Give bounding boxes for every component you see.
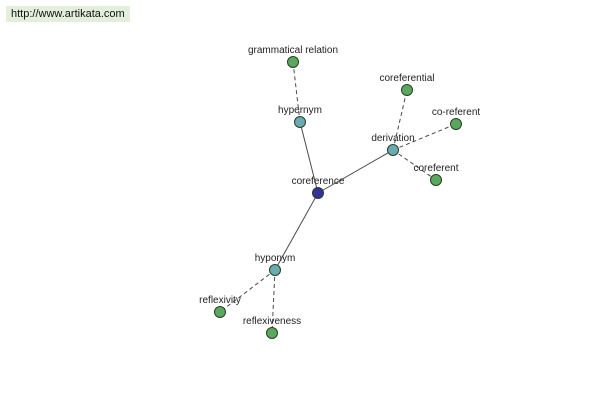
graph-edges-layer <box>219 61 457 334</box>
graph-node-label-reflexivity: reflexivity <box>199 295 241 306</box>
graph-node-reflexiveness[interactable] <box>266 327 278 339</box>
graph-node-reflexivity[interactable] <box>214 306 226 318</box>
graph-nodes-layer <box>214 56 462 339</box>
graph-node-coreferential[interactable] <box>401 84 413 96</box>
graph-node-label-coreference: coreference <box>292 176 345 187</box>
graph-node-coreferent[interactable] <box>430 174 442 186</box>
graph-edge-derivation--coreferential <box>392 89 408 151</box>
page-url-label: http://www.artikata.com <box>6 6 130 22</box>
graph-node-label-coreferential: coreferential <box>379 73 434 84</box>
graph-edge-coreference--hyponym <box>274 192 319 271</box>
graph-node-hypernym[interactable] <box>294 116 306 128</box>
graph-labels-layer: coreference hypernym derivation hyponym gram… <box>199 45 480 327</box>
graph-edge-derivation--co-referent <box>392 123 457 151</box>
graph-node-derivation[interactable] <box>387 144 399 156</box>
graph-node-label-reflexiveness: reflexiveness <box>243 316 301 327</box>
graph-edge-derivation--coreferent <box>392 149 437 181</box>
graph-edge-hypernym--grammatical-relation <box>292 61 301 123</box>
graph-node-label-coreferent: coreferent <box>413 163 458 174</box>
graph-node-label-hypernym: hypernym <box>278 105 322 116</box>
graph-node-coreference[interactable] <box>312 187 324 199</box>
graph-edge-hyponym--reflexivity <box>219 269 276 313</box>
graph-node-label-co-referent: co-referent <box>432 107 481 118</box>
graph-node-co-referent[interactable] <box>450 118 462 130</box>
graph-edge-hyponym--reflexiveness <box>271 269 276 334</box>
graph-node-label-hyponym: hyponym <box>255 253 296 264</box>
graph-node-label-grammatical-relation: grammatical relation <box>248 45 338 56</box>
graph-edge-coreference--derivation <box>317 149 394 194</box>
graph-edge-coreference--hypernym <box>299 121 319 194</box>
graph-node-label-derivation: derivation <box>371 133 414 144</box>
graph-node-hyponym[interactable] <box>269 264 281 276</box>
graph-node-grammatical-relation[interactable] <box>287 56 299 68</box>
